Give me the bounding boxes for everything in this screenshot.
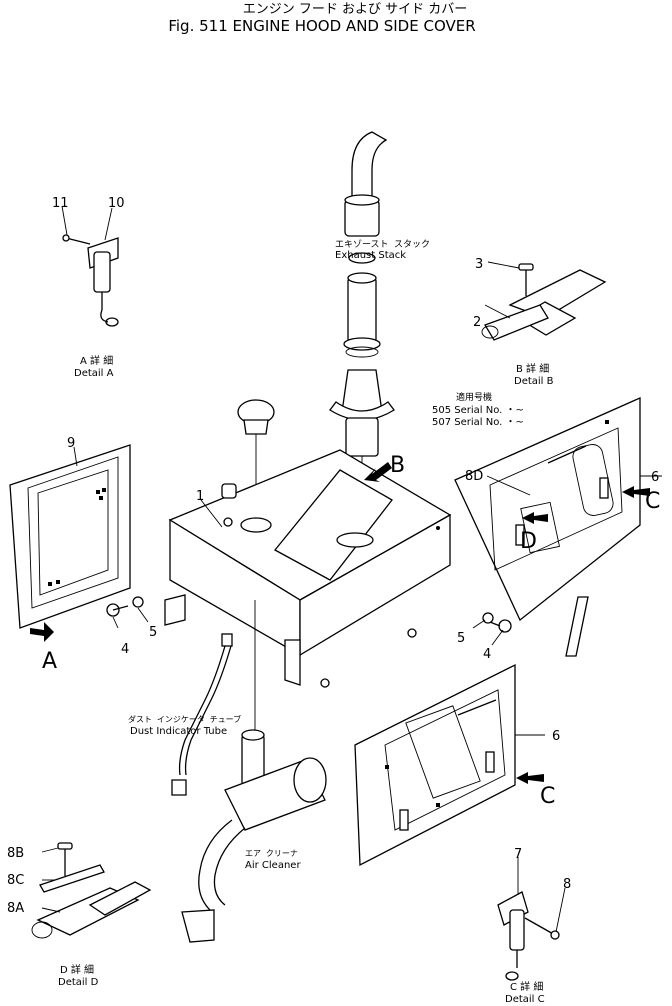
callout-8b: 8B xyxy=(7,846,24,861)
callout-5-left: 5 xyxy=(149,625,157,640)
view-letter-a: A xyxy=(42,649,57,674)
callout-4-right: 4 xyxy=(483,647,491,662)
air-label-en: Air Cleaner xyxy=(245,860,301,871)
callout-4-left: 4 xyxy=(121,642,129,657)
title-english: Fig. 511 ENGINE HOOD AND SIDE COVER xyxy=(168,17,475,35)
detail-c-en: Detail C xyxy=(505,994,545,1005)
spring-strip xyxy=(565,596,589,657)
leader-lines xyxy=(41,205,662,933)
view-arrow-b-shape xyxy=(364,462,392,482)
engine-hood xyxy=(164,449,452,688)
exhaust-stack xyxy=(329,131,395,540)
exhaust-label-jp: エキゾースト スタック xyxy=(335,239,430,250)
dust-label-jp: ダスト インジケータ チューブ xyxy=(128,714,241,724)
detail-d-drawing xyxy=(31,842,152,939)
callout-8d: 8D xyxy=(465,469,483,484)
callout-9: 9 xyxy=(67,436,75,451)
detail-d-en: Detail D xyxy=(58,977,99,988)
detail-a-en: Detail A xyxy=(74,368,114,379)
detail-a-drawing xyxy=(62,234,119,327)
detail-b-drawing xyxy=(481,263,607,341)
view-arrow-a-shape xyxy=(30,622,54,642)
bolt-right xyxy=(482,612,512,633)
callout-6-lower: 6 xyxy=(552,729,560,744)
callout-7: 7 xyxy=(514,847,522,862)
detail-c-jp: C 詳 細 xyxy=(510,980,543,993)
serial-note-line2: 507 Serial No. ・~ xyxy=(432,417,524,428)
callout-8a: 8A xyxy=(7,901,24,916)
callout-2: 2 xyxy=(473,315,481,330)
side-cover-upper xyxy=(454,397,641,622)
callout-11: 11 xyxy=(52,196,69,211)
air-cleaner xyxy=(181,600,327,943)
serial-note-line1: 505 Serial No. ・~ xyxy=(432,405,524,416)
callout-8c: 8C xyxy=(7,873,24,888)
air-label-jp: エア クリーナ xyxy=(245,849,298,858)
exhaust-label-en: Exhaust Stack xyxy=(335,250,406,261)
view-letter-c-upper: C xyxy=(645,489,660,514)
callout-10: 10 xyxy=(108,196,125,211)
view-letter-b: B xyxy=(390,453,405,478)
bolt-left xyxy=(106,596,144,617)
view-arrow-c-lower-shape xyxy=(516,772,544,784)
callout-3: 3 xyxy=(475,257,483,272)
detail-b-jp: B 詳 細 xyxy=(516,362,549,375)
detail-a-jp: A 詳 細 xyxy=(80,354,113,367)
callout-8: 8 xyxy=(563,877,571,892)
callout-1: 1 xyxy=(196,489,204,504)
view-arrow-c-upper-shape xyxy=(622,486,650,498)
side-cover-lower xyxy=(354,663,516,867)
left-side-panel xyxy=(9,444,131,629)
detail-d-jp: D 詳 細 xyxy=(60,963,94,976)
pre-cleaner-cap xyxy=(237,399,275,518)
detail-c-drawing xyxy=(497,891,560,981)
callout-5-right: 5 xyxy=(457,631,465,646)
view-letter-d: D xyxy=(520,529,537,554)
dust-indicator-tube xyxy=(171,633,233,796)
detail-b-en: Detail B xyxy=(514,376,554,387)
callout-6-upper: 6 xyxy=(651,470,659,485)
view-letter-c-lower: C xyxy=(540,784,555,809)
dust-label-en: Dust Indicator Tube xyxy=(130,726,227,737)
title-japanese: エンジン フード および サイド カバー xyxy=(243,2,468,17)
view-arrow-d-shape xyxy=(522,512,548,524)
serial-note-heading: 適用号機 xyxy=(456,391,492,403)
